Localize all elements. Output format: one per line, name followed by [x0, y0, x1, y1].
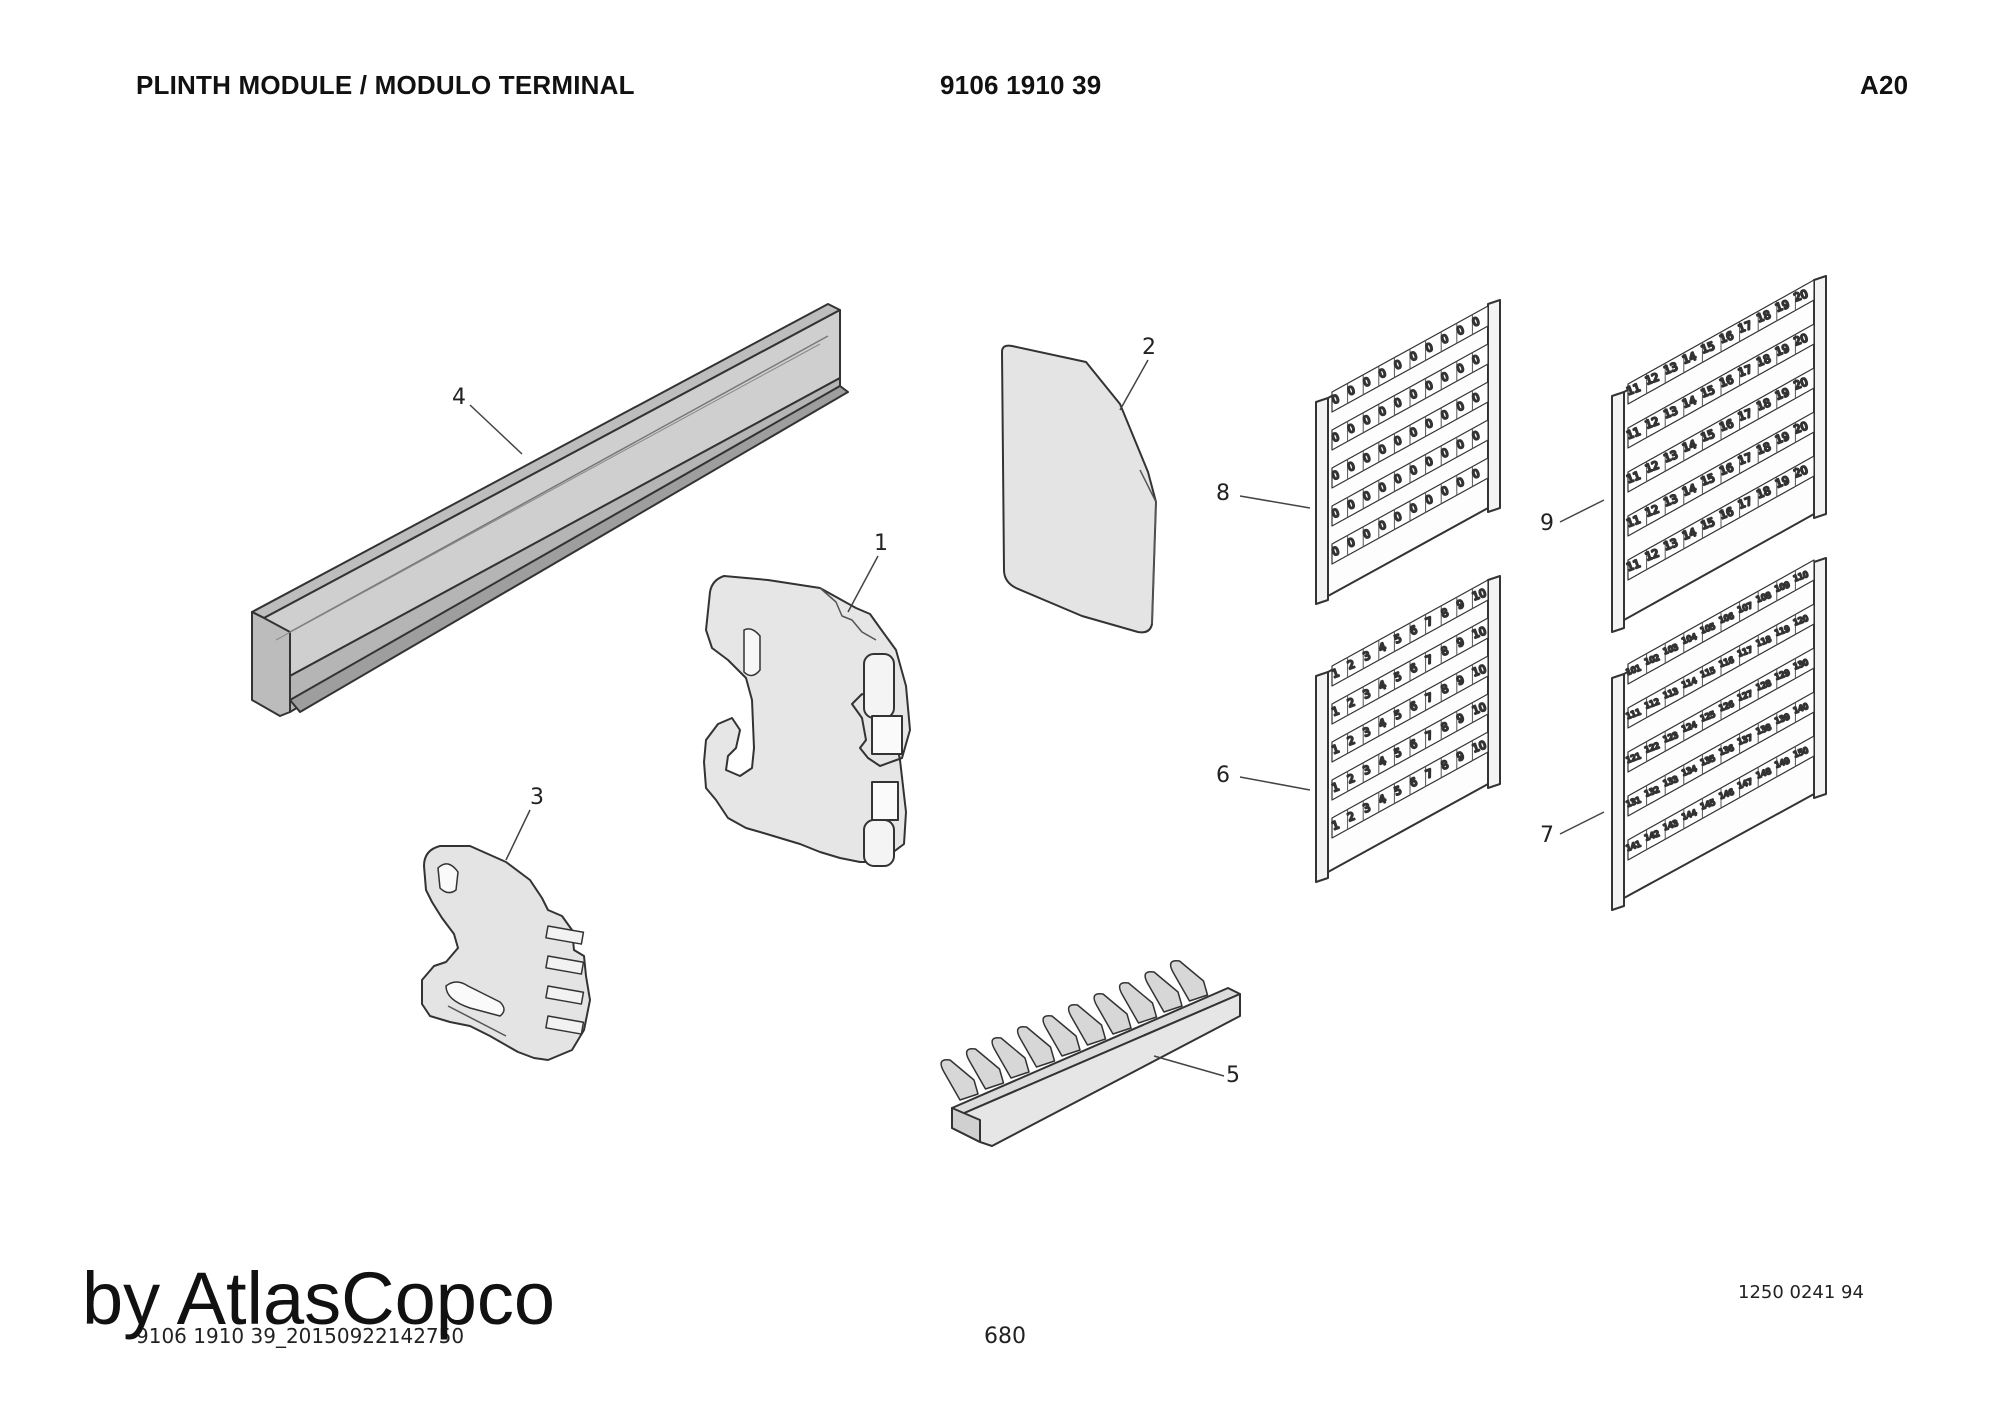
callout-2: 2 — [1142, 335, 1156, 360]
marker-label: 20 — [1792, 287, 1810, 304]
marker-label: 14 — [1681, 526, 1699, 543]
comb-tooth — [1144, 971, 1183, 1013]
leader-lines — [469, 359, 1605, 1077]
page-number: 680 — [984, 1324, 1026, 1349]
marker-label: 18 — [1755, 440, 1773, 457]
marker-label: 10 — [1471, 662, 1489, 679]
marker-label: 17 — [1736, 319, 1754, 336]
marker-label: 11 — [1625, 425, 1643, 442]
comb-tooth — [1042, 1015, 1081, 1057]
marker-label: 10 — [1471, 700, 1489, 717]
marker-label: 17 — [1736, 495, 1754, 512]
callout-4: 4 — [452, 385, 466, 410]
comb-tooth — [940, 1059, 979, 1101]
marker-label: 19 — [1774, 430, 1792, 447]
file-reference: 9106 1910 39_20150922142750 — [136, 1324, 465, 1348]
marker-label: 15 — [1699, 515, 1717, 532]
marker-label: 12 — [1643, 371, 1661, 388]
marker-label: 15 — [1699, 427, 1717, 444]
marker-label: 13 — [1662, 492, 1680, 509]
marker-label: 14 — [1681, 350, 1699, 367]
marker-label: 13 — [1662, 536, 1680, 553]
marker-label: 19 — [1774, 298, 1792, 315]
callout-1: 1 — [874, 531, 888, 556]
marker-label: 17 — [1736, 451, 1754, 468]
marker-label: 12 — [1643, 459, 1661, 476]
callout-3: 3 — [530, 785, 544, 810]
marker-label: 17 — [1736, 363, 1754, 380]
marker-label: 13 — [1662, 360, 1680, 377]
marker-label: 19 — [1774, 474, 1792, 491]
brand-watermark: by AtlasCopco — [82, 1257, 556, 1340]
marker-sheet-part-9: 1112131415161718192011121314151617181920… — [1611, 275, 1827, 633]
marker-label: 19 — [1774, 342, 1792, 359]
marker-label: 10 — [1471, 738, 1489, 755]
comb-tooth — [1067, 1004, 1107, 1046]
marker-label: 15 — [1699, 339, 1717, 356]
marker-label: 16 — [1718, 373, 1736, 390]
marker-label: 11 — [1625, 513, 1643, 530]
callout-6: 6 — [1216, 763, 1230, 788]
marker-label: 14 — [1681, 394, 1699, 411]
marker-label: 11 — [1625, 381, 1643, 398]
callout-8: 8 — [1216, 481, 1230, 506]
din-rail-part-4 — [251, 303, 849, 717]
comb-tooth — [1118, 982, 1158, 1024]
marker-label: 17 — [1736, 407, 1754, 424]
page-title: PLINTH MODULE / MODULO TERMINAL — [136, 70, 635, 100]
marker-label: 20 — [1792, 463, 1810, 480]
drawing-number: 1250 0241 94 — [1738, 1282, 1864, 1303]
marker-label: 18 — [1755, 484, 1773, 501]
marker-label: 12 — [1643, 415, 1661, 432]
marker-sheet-part-6: 1234567891012345678910123456789101234567… — [1315, 575, 1501, 883]
marker-label: 11 — [1625, 557, 1643, 574]
marker-label: 16 — [1718, 461, 1736, 478]
end-plate-part-2 — [1001, 344, 1157, 634]
part-number: 9106 1910 39 — [940, 70, 1102, 100]
marker-label: 16 — [1718, 329, 1736, 346]
marker-sheet-part-7: 1011021031041051061071081091101111121131… — [1611, 557, 1827, 911]
comb-tooth — [991, 1037, 1030, 1079]
marker-label: 13 — [1662, 448, 1680, 465]
terminal-block-part-1 — [703, 575, 911, 867]
comb-tooth — [1016, 1026, 1056, 1068]
marker-label: 15 — [1699, 383, 1717, 400]
marker-label: 15 — [1699, 471, 1717, 488]
marker-label: 10 — [1471, 586, 1489, 603]
marker-label: 20 — [1792, 331, 1810, 348]
marker-label: 20 — [1792, 419, 1810, 436]
marker-sheet-part-8: 0000000000000000000000000000000000000000… — [1315, 299, 1501, 605]
jumper-comb-part-5 — [940, 960, 1241, 1147]
marker-label: 20 — [1792, 375, 1810, 392]
page-code: A20 — [1860, 70, 1909, 100]
marker-label: 16 — [1718, 417, 1736, 434]
marker-label: 19 — [1774, 386, 1792, 403]
comb-tooth — [1169, 960, 1209, 1002]
marker-label: 11 — [1625, 469, 1643, 486]
marker-label: 14 — [1681, 482, 1699, 499]
callout-9: 9 — [1540, 511, 1554, 536]
marker-label: 12 — [1643, 547, 1661, 564]
marker-label: 16 — [1718, 505, 1736, 522]
end-clamp-part-3 — [421, 845, 591, 1061]
comb-tooth — [965, 1048, 1005, 1090]
marker-label: 14 — [1681, 438, 1699, 455]
callout-7: 7 — [1540, 823, 1554, 848]
marker-label: 18 — [1755, 396, 1773, 413]
marker-label: 10 — [1471, 624, 1489, 641]
marker-label: 13 — [1662, 404, 1680, 421]
marker-label: 18 — [1755, 308, 1773, 325]
marker-label: 12 — [1643, 503, 1661, 520]
callout-5: 5 — [1226, 1063, 1240, 1088]
marker-label: 18 — [1755, 352, 1773, 369]
comb-tooth — [1093, 993, 1132, 1035]
